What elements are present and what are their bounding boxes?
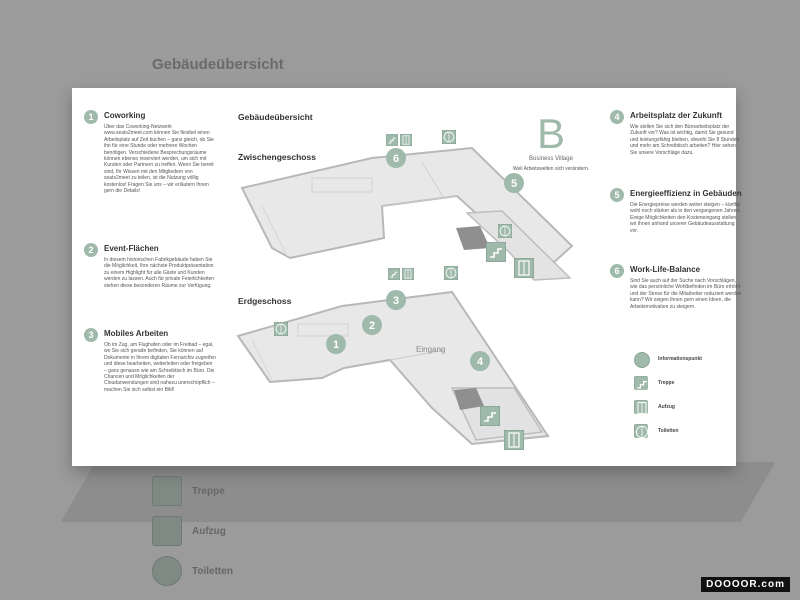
restroom-icon bbox=[152, 556, 182, 586]
section-coworking: 1 Coworking Über das Coworking-Netzwerk … bbox=[84, 110, 216, 240]
background-legend-label: Treppe bbox=[192, 486, 225, 497]
section-body: In diesem historischen Fabrikgebäude hab… bbox=[104, 257, 215, 289]
svg-text:2: 2 bbox=[369, 320, 375, 332]
section-work-life-balance: 6 Work-Life-Balance Sind Sie auch auf de… bbox=[610, 264, 742, 344]
legend-label: Informationspunkt bbox=[658, 356, 702, 362]
elevator-icon bbox=[400, 134, 412, 146]
stairs-icon bbox=[480, 406, 500, 426]
elevator-icon bbox=[504, 430, 524, 450]
restroom-icon bbox=[444, 266, 458, 280]
svg-text:3: 3 bbox=[393, 295, 399, 307]
marker-2: 2 bbox=[362, 315, 382, 335]
restroom-icon bbox=[274, 322, 288, 336]
section-mobile-work: 3 Mobiles Arbeiten Ob im Zug, am Flughaf… bbox=[84, 328, 216, 438]
floor-plan-diagram: Eingang 1 2 3 4 5 6 bbox=[236, 130, 574, 450]
section-number: 3 bbox=[84, 328, 98, 342]
entrance-label: Eingang bbox=[416, 345, 445, 354]
section-title: Coworking bbox=[104, 111, 146, 120]
logo-letter: B bbox=[538, 110, 564, 154]
business-village-logo: B bbox=[538, 110, 564, 154]
section-title: Event-Flächen bbox=[104, 244, 159, 253]
upper-floor-label: Zwischengeschoss bbox=[238, 152, 316, 162]
section-number: 2 bbox=[84, 243, 98, 257]
legend-item-stairs: Treppe bbox=[634, 376, 734, 392]
section-number: 5 bbox=[610, 188, 624, 202]
section-title: Work-Life-Balance bbox=[630, 265, 701, 274]
background-legend-label: Aufzug bbox=[192, 526, 226, 537]
section-number: 1 bbox=[84, 110, 98, 124]
upper-floor-plan bbox=[240, 146, 574, 281]
section-body: Sind Sie auch auf der Suche nach Vorschl… bbox=[630, 278, 742, 310]
ground-floor-label: Erdgeschoss bbox=[238, 296, 292, 306]
marker-1: 1 bbox=[326, 334, 346, 354]
logo-tagline: Weil Arbeitswelten sich verändern. bbox=[512, 166, 590, 172]
section-number: 4 bbox=[610, 110, 624, 124]
marker-6: 6 bbox=[386, 148, 406, 168]
section-energy-efficiency: 5 Energieeffizienz in Gebäuden Die Energ… bbox=[610, 188, 742, 258]
section-future-workplace: 4 Arbeitsplatz der Zukunft Wie stellen S… bbox=[610, 110, 742, 180]
restroom-icon bbox=[498, 224, 512, 238]
svg-text:1: 1 bbox=[333, 339, 339, 351]
ground-floor-plan bbox=[236, 290, 550, 446]
section-body: Die Energiepreise werden weiter steigen … bbox=[630, 202, 741, 234]
watermark: DOOOOR.com bbox=[701, 577, 790, 592]
legend-label: Toiletten bbox=[658, 428, 679, 434]
logo-name: Business Village bbox=[529, 156, 573, 162]
marker-4: 4 bbox=[470, 351, 490, 371]
map-title: Gebäudeübersicht bbox=[238, 112, 313, 122]
svg-text:6: 6 bbox=[393, 153, 399, 165]
legend-item-info-point: Informationspunkt bbox=[634, 352, 734, 368]
legend-label: Treppe bbox=[658, 380, 675, 386]
section-number: 6 bbox=[610, 264, 624, 278]
legend-item-elevator: Aufzug bbox=[634, 400, 734, 416]
section-title: Arbeitsplatz der Zukunft bbox=[630, 111, 723, 120]
section-title: Energieeffizienz in Gebäuden bbox=[630, 189, 742, 198]
stairs-icon bbox=[634, 376, 648, 390]
building-overview-card: 1 Coworking Über das Coworking-Netzwerk … bbox=[72, 88, 742, 466]
svg-text:4: 4 bbox=[477, 356, 484, 368]
info-point-icon bbox=[634, 352, 650, 368]
stairs-icon bbox=[386, 134, 398, 146]
section-event-areas: 2 Event-Flächen In diesem historischen F… bbox=[84, 243, 216, 323]
legend-item-restrooms: Toiletten bbox=[634, 424, 734, 440]
restroom-icon bbox=[442, 130, 456, 144]
legend-label: Aufzug bbox=[658, 404, 675, 410]
elevator-icon bbox=[634, 400, 648, 414]
background-legend-label: Toiletten bbox=[192, 566, 233, 577]
svg-text:5: 5 bbox=[511, 178, 517, 190]
stairs-icon bbox=[388, 268, 400, 280]
marker-3: 3 bbox=[386, 290, 406, 310]
section-title: Mobiles Arbeiten bbox=[104, 329, 169, 338]
stairs-icon bbox=[152, 476, 182, 506]
section-body: Wie stellen Sie sich den Büroarbeitsplat… bbox=[630, 124, 740, 156]
marker-5: 5 bbox=[504, 173, 524, 193]
section-body: Über das Coworking-Netzwerk www.seats2me… bbox=[104, 124, 214, 195]
elevator-icon bbox=[514, 258, 534, 278]
stairs-icon bbox=[486, 242, 506, 262]
background-title: Gebäudeübersicht bbox=[152, 56, 284, 73]
restroom-icon bbox=[634, 424, 648, 438]
elevator-icon bbox=[152, 516, 182, 546]
section-body: Ob im Zug, am Flughafen oder im Freibad … bbox=[104, 342, 216, 393]
elevator-icon bbox=[402, 268, 414, 280]
